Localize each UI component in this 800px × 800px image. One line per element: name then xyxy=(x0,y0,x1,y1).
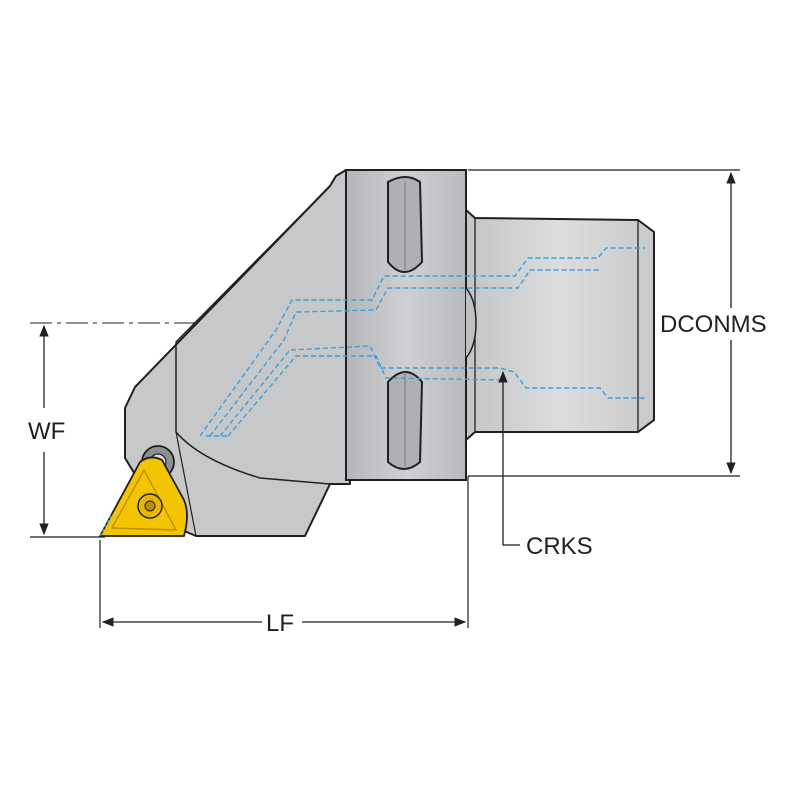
crks-leader-line xyxy=(498,370,520,546)
lf-label: LF xyxy=(266,610,294,637)
coolant-channels xyxy=(199,247,645,437)
head-lower-edge xyxy=(175,431,197,537)
shank-body xyxy=(465,207,655,443)
flange xyxy=(345,169,467,481)
dconms-label: DCONMS xyxy=(660,311,767,338)
dimension-lines xyxy=(39,171,736,627)
wf-label: WF xyxy=(28,418,65,445)
extension-lines xyxy=(30,169,740,628)
insert-assembly xyxy=(98,445,188,537)
shank xyxy=(465,207,655,443)
crks-label: CRKS xyxy=(526,533,593,560)
